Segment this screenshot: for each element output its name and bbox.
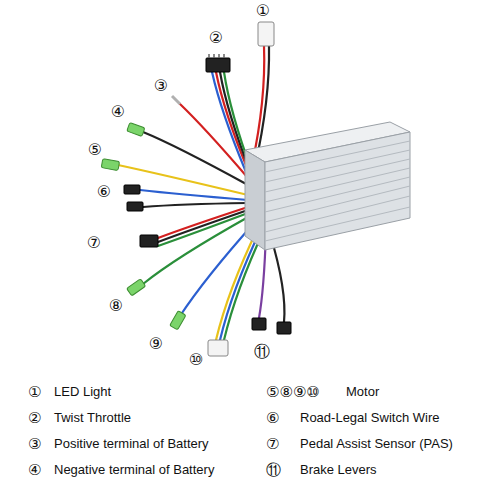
key-number: ⑪ xyxy=(266,461,281,479)
callout-number: ⑦ xyxy=(87,233,101,252)
controller-box-part xyxy=(245,150,265,250)
wire-bundle-part xyxy=(158,213,248,246)
controller-box-part xyxy=(265,177,410,212)
controller-box-part xyxy=(265,196,410,232)
wire-connectors-part xyxy=(223,54,225,58)
callout-number: ③ xyxy=(154,76,168,95)
key-number: ④ xyxy=(28,461,41,479)
controller-box-part xyxy=(265,132,410,250)
wire-bundle xyxy=(118,46,284,340)
callout-number: ⑥ xyxy=(97,182,111,201)
key-number: ⑤⑧⑨⑩ xyxy=(266,383,320,401)
wire-connectors-part xyxy=(127,123,145,137)
wire-connectors-part xyxy=(208,54,210,58)
wire-connectors-part xyxy=(124,185,140,194)
wire-connectors-part xyxy=(140,235,158,247)
wire-connectors-part xyxy=(127,279,146,296)
key-label: LED Light xyxy=(54,384,111,400)
wire-connectors-part xyxy=(101,159,119,171)
callout-number: ② xyxy=(209,28,223,47)
key-label: Pedal Assist Sensor (PAS) xyxy=(300,436,453,452)
wire-connectors-part xyxy=(258,22,274,46)
key-label: Road-Legal Switch Wire xyxy=(300,410,439,426)
key-number: ③ xyxy=(28,435,41,453)
key-number: ② xyxy=(28,409,41,427)
callout-number: ⑧ xyxy=(109,296,123,315)
controller-box-part xyxy=(265,168,410,202)
key-number: ⑦ xyxy=(266,435,279,453)
controller-box-part xyxy=(265,159,410,192)
wire-connectors-part xyxy=(127,202,143,211)
controller-box-part xyxy=(265,186,410,222)
wire-connectors-part xyxy=(218,54,220,58)
wire-connectors xyxy=(101,22,291,356)
key-label: Positive terminal of Battery xyxy=(54,436,209,452)
wire-connectors-part xyxy=(277,322,291,334)
wire-bundle-part xyxy=(118,165,248,195)
controller-box-part xyxy=(265,207,410,241)
wire-connectors-part xyxy=(213,54,215,58)
callout-number: ⑤ xyxy=(88,140,102,159)
key-label: Negative terminal of Battery xyxy=(54,462,214,478)
key-number: ① xyxy=(28,383,41,401)
callout-number: ⑪ xyxy=(254,342,270,361)
key-label: Motor xyxy=(346,384,379,400)
controller-box-part xyxy=(265,141,410,172)
wire-bundle-part xyxy=(143,203,248,207)
wire-connectors-part xyxy=(206,58,230,72)
wire-bundle-part xyxy=(158,207,248,238)
controller-box-part xyxy=(265,150,410,182)
controller-box xyxy=(245,122,410,250)
key-label: Twist Throttle xyxy=(54,410,131,426)
callout-number: ① xyxy=(256,1,270,20)
wire-connectors-part xyxy=(170,311,186,330)
callout-number: ④ xyxy=(111,102,125,121)
callout-number: ⑨ xyxy=(149,334,163,353)
wire-bundle-part xyxy=(143,132,248,185)
key-label: Brake Levers xyxy=(300,462,377,478)
wire-connectors-part xyxy=(172,96,180,104)
wire-bundle-part xyxy=(143,216,250,284)
wire-connectors-part xyxy=(208,340,228,356)
wire-connectors-part xyxy=(252,318,266,330)
key-number: ⑥ xyxy=(266,409,279,427)
callout-number: ⑩ xyxy=(189,350,203,369)
wire-bundle-part xyxy=(140,190,248,200)
